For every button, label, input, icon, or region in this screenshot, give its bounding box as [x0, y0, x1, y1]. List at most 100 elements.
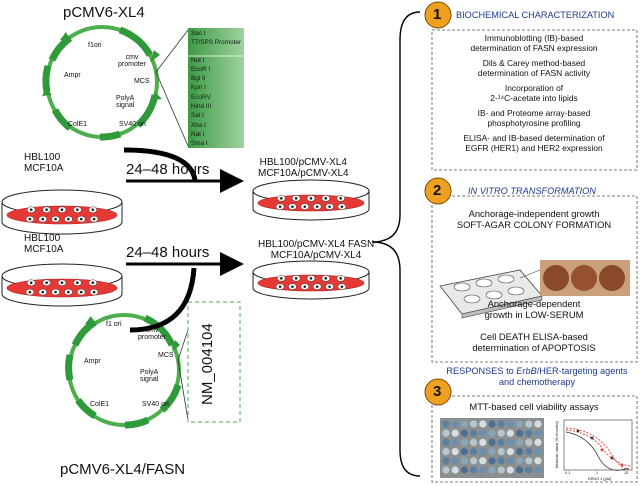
dish-cell-nucleus — [324, 277, 328, 280]
section-3-heading-prefix: RESPONSES to — [446, 366, 517, 376]
mtt-well — [470, 438, 478, 446]
mtt-well — [525, 429, 533, 437]
section-1-number: 1 — [433, 6, 442, 23]
mtt-well — [470, 457, 478, 465]
dish-cell-nucleus — [291, 205, 294, 208]
section-1-item: IB- and Proteome array-based phosphotyro… — [477, 108, 591, 128]
hours-bottom-label: 24–48 hours — [126, 244, 210, 261]
section-1-item: Dils & Carey method-based determination … — [477, 58, 591, 78]
section-3-number: 3 — [433, 383, 442, 400]
curly-brace — [371, 11, 421, 477]
mtt-well — [525, 420, 533, 428]
mtt-well — [470, 466, 478, 474]
plasmid-bottom-cole1-label: ColE1 — [90, 401, 110, 408]
plasmid-bottom-f1ori-label: f1 ori — [106, 321, 122, 328]
mtt-well — [451, 448, 459, 456]
dish-cells — [25, 195, 347, 296]
plasmid-top-cmv-label: cmv promoter — [118, 54, 147, 68]
plasmid-bottom-polya-label: PolyA signal — [140, 369, 159, 383]
dish-cell-nucleus — [45, 281, 48, 285]
mcs-site: Bgl II — [191, 75, 206, 83]
mtt-well — [442, 429, 450, 437]
plasmid-top-ampr-label: Ampr — [64, 72, 81, 79]
mtt-well — [516, 466, 524, 474]
dish-cell-nucleus — [280, 277, 283, 280]
mtt-well — [506, 420, 514, 428]
mtt-well — [470, 448, 478, 456]
dish-cell-nucleus — [91, 281, 95, 285]
mtt-well — [525, 438, 533, 446]
dish-cell-nucleus — [41, 217, 45, 221]
fasn-insert-label: NM_004104 — [199, 323, 216, 405]
mcs-site: EcoRV — [191, 93, 211, 101]
mtt-well — [479, 438, 487, 446]
mcs-site: Sma I — [191, 140, 208, 148]
mtt-well — [442, 466, 450, 474]
dish-cell-nucleus — [79, 217, 83, 221]
mcs-site: Not I — [191, 56, 205, 64]
mtt-well — [451, 420, 459, 428]
mtt-well — [506, 466, 514, 474]
mtt-well — [534, 457, 542, 465]
dish-cell-nucleus — [340, 285, 344, 288]
mtt-well — [488, 438, 496, 446]
section-1-item: Incorporation of 2-¹⁴C-acetate into lipi… — [490, 83, 578, 103]
mtt-well — [516, 457, 524, 465]
dish-cell-nucleus — [309, 197, 313, 200]
mtt-well — [534, 448, 542, 456]
mtt-well — [516, 420, 524, 428]
mtt-well — [497, 448, 505, 456]
mtt-well — [497, 438, 505, 446]
dish-cell-nucleus — [29, 208, 33, 212]
section-3-heading-line2: and chemotherapy — [498, 377, 576, 387]
hours-top-label: 24–48 hours — [126, 161, 210, 178]
dish-cell-nucleus — [280, 197, 283, 200]
dish-cell-nucleus — [315, 285, 319, 288]
dish-cell-nucleus — [28, 290, 32, 294]
section-3-item: MTT-based cell viability assays — [469, 401, 599, 412]
section-1-heading: BIOCHEMICAL CHARACTERIZATION — [456, 10, 615, 20]
mtt-well — [470, 420, 478, 428]
soft-agar-plate-illustration — [439, 260, 630, 319]
mtt-well — [479, 448, 487, 456]
dish-cell-nucleus — [339, 197, 342, 200]
section-2-item-apoptosis: Cell DEATH ELISA-based determination of … — [472, 331, 596, 353]
dish-cell-nucleus — [291, 285, 294, 288]
mcs-site: EcoR I — [191, 65, 211, 73]
plasmid-top-mcs-label: MCS — [134, 78, 150, 85]
dish-cell-nucleus — [91, 208, 95, 212]
mcs-site-list: Sac I T7/SPS Promoter Not I EcoR I Bgl I… — [191, 29, 247, 149]
mtt-well — [451, 457, 459, 465]
dish-cell-nucleus — [303, 285, 307, 288]
plasmid-bottom-map — [65, 301, 241, 429]
dish-cell-nucleus — [294, 277, 298, 280]
mtt-well — [460, 438, 468, 446]
section-2-box — [431, 195, 638, 363]
mtt-well — [506, 438, 514, 446]
dish-cell-nucleus — [76, 281, 79, 285]
plasmid-bottom-sv40-label: SV40 ori — [142, 401, 169, 408]
dish-cell-nucleus — [45, 208, 48, 212]
mtt-well — [451, 438, 459, 446]
dish-cell-nucleus — [340, 205, 344, 208]
section-3-number-circle — [424, 378, 452, 406]
mtt-well — [460, 429, 468, 437]
cells-right-top-label: HBL100/pCMV-XL4 MCF10A/pCMV-XL4 — [258, 157, 349, 179]
mtt-well — [479, 457, 487, 465]
section-1-item: ELISA- and IB-based determination of EGF… — [463, 133, 605, 153]
mtt-well — [506, 457, 514, 465]
mtt-well — [460, 466, 468, 474]
chart-tick: 1 — [596, 471, 599, 475]
mtt-well — [516, 429, 524, 437]
mcs-site: Nat I — [191, 130, 205, 138]
dish-cell-nucleus — [54, 290, 57, 294]
mtt-well — [488, 448, 496, 456]
plasmid-bottom-mcs-label: MCS — [158, 352, 174, 359]
section-1-item: Immunoblotting (IB)-based determination … — [470, 33, 598, 53]
dish-cell-nucleus — [41, 290, 45, 294]
plasmid-bottom-title: pCMV6-XL4/FASN — [60, 461, 186, 478]
mcs-site: Hind III — [191, 103, 212, 111]
section-1-items: Immunoblotting (IB)-based determination … — [434, 33, 634, 153]
plasmid-top-title: pCMV6-XL4 — [63, 4, 145, 21]
